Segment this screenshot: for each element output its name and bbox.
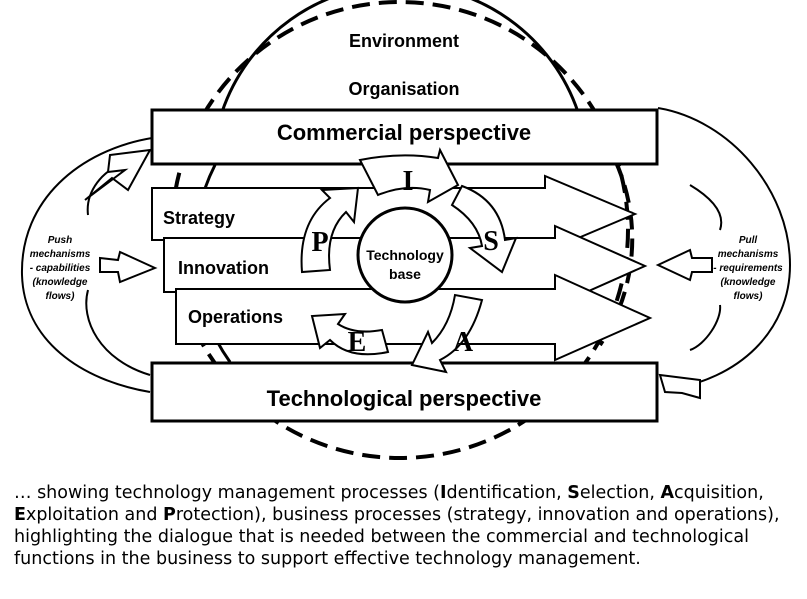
- exploitation-arrow: [310, 312, 390, 356]
- push-line: flows): [46, 291, 76, 302]
- push-line: (knowledge: [32, 277, 87, 288]
- push-mechanisms-label: Push mechanisms - capabilities (knowledg…: [30, 235, 91, 302]
- caption-bold-p: P: [163, 505, 176, 525]
- commercial-perspective-label: Commercial perspective: [277, 120, 531, 145]
- technological-perspective-box: [150, 361, 659, 423]
- technology-base-line2: base: [389, 266, 421, 282]
- operations-arrow: [175, 273, 653, 362]
- innovation-label: Innovation: [178, 258, 269, 278]
- caption-bold-a: A: [660, 483, 675, 503]
- pull-arrow-mid: [655, 248, 713, 282]
- letter-i: I: [403, 166, 414, 197]
- pull-mechanism-loop-inner: [689, 184, 723, 351]
- operations-label: Operations: [188, 307, 283, 327]
- push-line: mechanisms: [30, 249, 91, 260]
- identification-arrow: [358, 147, 460, 204]
- pull-mechanism-loop: [657, 107, 792, 391]
- pull-line: flows): [734, 291, 764, 302]
- technological-perspective-label: Technological perspective: [267, 386, 542, 411]
- selection-arrow: [450, 184, 518, 274]
- caption-text: dentification,: [446, 483, 568, 503]
- push-line: - capabilities: [30, 263, 91, 274]
- caption-bold-s: S: [567, 483, 580, 503]
- environment-label: Environment: [349, 31, 459, 51]
- push-line: Push: [48, 235, 72, 246]
- letter-s: S: [483, 226, 499, 257]
- strategy-label: Strategy: [163, 208, 235, 228]
- caption-bold-e: E: [14, 505, 26, 525]
- letter-a: A: [453, 327, 474, 358]
- caption-text: cquisition,: [674, 483, 764, 503]
- pull-arrow-bottom: [658, 373, 701, 400]
- technology-management-diagram: Environment Organisation Strategy Innova…: [20, 0, 792, 460]
- acquisition-arrow: [410, 293, 484, 374]
- pull-line: (knowledge: [720, 277, 775, 288]
- letter-p: P: [311, 227, 328, 258]
- protection-arrow: [300, 186, 360, 274]
- push-arrow-top: [84, 148, 152, 201]
- push-mechanism-loop: [20, 137, 153, 393]
- technology-base-line1: Technology: [366, 247, 444, 263]
- caption-text: election,: [579, 483, 661, 503]
- pull-line: mechanisms: [718, 249, 779, 260]
- organisation-label: Organisation: [348, 79, 459, 99]
- caption-text: … showing technology management processe…: [14, 483, 440, 503]
- pull-line: - requirements: [713, 263, 783, 274]
- pull-line: Pull: [739, 235, 758, 246]
- pull-mechanisms-label: Pull mechanisms - requirements (knowledg…: [713, 235, 783, 302]
- push-arrow-mid: [99, 250, 158, 284]
- caption-bold-i: I: [439, 483, 447, 503]
- technology-base-core: [356, 206, 454, 304]
- letter-e: E: [348, 327, 367, 358]
- organisation-boundary-top: [220, 0, 580, 113]
- figure-caption: … showing technology management processe…: [14, 482, 799, 570]
- caption-text: xploitation and: [25, 505, 164, 525]
- caption-text: rotection), business processes (strategy…: [14, 505, 780, 569]
